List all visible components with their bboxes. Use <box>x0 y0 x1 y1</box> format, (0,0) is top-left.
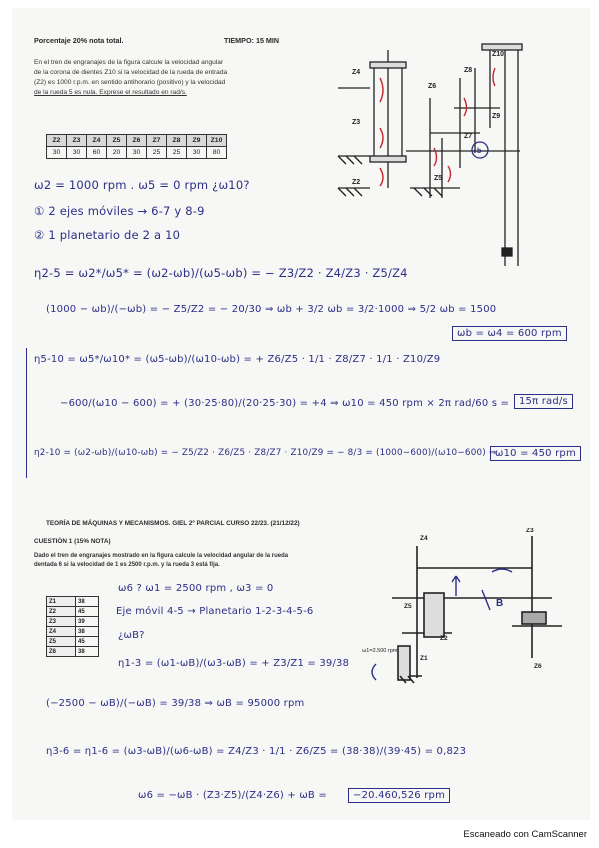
hand-line: η3-6 = η1-6 = (ω3-ωB)/(ω6-ωB) = Z4/Z3 · … <box>46 746 467 757</box>
table-cell: 60 <box>86 146 107 159</box>
sheet1-statement: En el tren de engranajes de la figura ca… <box>34 58 324 98</box>
sheet1-time: TIEMPO: 15 MIN <box>224 36 280 45</box>
hand-line: η1-3 = (ω1-ωB)/(ω3-ωB) = + Z3/Z1 = 39/38 <box>118 658 350 669</box>
table-header-cell: Z7 <box>146 134 167 147</box>
diagram-label: Z6 <box>534 663 542 670</box>
table-header-cell: Z10 <box>206 134 227 147</box>
table-cell: 38 <box>75 646 99 657</box>
table-cell: Z4 <box>46 626 76 637</box>
sheet2-subtitle: CUESTIÓN 1 (15% NOTA) <box>34 538 111 545</box>
hand-result: ω10 = 450 rpm <box>490 446 581 461</box>
table-cell: Z3 <box>46 616 76 627</box>
diagram-label: Z2 <box>352 179 360 186</box>
hand-line: η2-5 = ω2*/ω5* = (ω2-ωb)/(ω5-ωb) = − Z3/… <box>34 266 408 280</box>
table-cell: 38 <box>75 596 99 607</box>
table-cell: 45 <box>75 606 99 617</box>
diagram-label: B <box>496 598 503 609</box>
hand-line: ① 2 ejes móviles → 6-7 y 8-9 <box>34 204 205 218</box>
statement-line: En el tren de engranajes de la figura ca… <box>34 59 224 66</box>
hand-line: −600/(ω10 − 600) = + (30·25·80)/(20·25·3… <box>60 398 510 409</box>
table-header-cell: Z2 <box>46 134 67 147</box>
hand-line: ω2 = 1000 rpm . ω5 = 0 rpm ¿ω10? <box>34 178 250 192</box>
table-cell: 25 <box>166 146 187 159</box>
table-header-row: Z2 Z3 Z4 Z5 Z6 Z7 Z8 Z9 Z10 <box>46 134 227 147</box>
diagram-label: Z1 <box>420 655 428 662</box>
diagram-label: Z10 <box>492 51 504 58</box>
table-cell: 25 <box>146 146 167 159</box>
statement-line: (Z2) es 1000 r.p.m. en sentido antihorar… <box>34 79 226 86</box>
statement-line: dentada 6 si la velocidad de 1 es 2500 r… <box>34 562 220 568</box>
sheet2-statement: Dado el tren de engranajes mostrado en l… <box>34 552 374 570</box>
table-cell: 30 <box>66 146 87 159</box>
statement-line: de la rueda 5 es nula. Exprese el result… <box>34 89 187 96</box>
diagram-label: Z9 <box>492 113 500 120</box>
table-cell: 45 <box>75 636 99 647</box>
diagram-label: Z7 <box>464 133 472 140</box>
scanner-footer: Escaneado con CamScanner <box>463 829 587 840</box>
brace <box>26 348 27 478</box>
diagram-label: Z4 <box>420 535 428 542</box>
diagram-label: Z8 <box>464 67 472 74</box>
gear-train-diagram-2: Z4 Z5 Z6 Z1 Z2 Z3 B ω1=2.500 rpm <box>362 528 562 684</box>
hand-result: 15π rad/s <box>514 394 573 409</box>
table-header-cell: Z8 <box>166 134 187 147</box>
table-cell: 38 <box>75 626 99 637</box>
table-cell: 30 <box>126 146 147 159</box>
omega-label: ω1=2.500 rpm <box>362 648 398 654</box>
table-cell: Z5 <box>46 636 76 647</box>
scanned-page: Porcentaje 20% nota total. TIEMPO: 15 MI… <box>12 8 590 820</box>
table-cell: Z1 <box>46 596 76 607</box>
hand-line: ② 1 planetario de 2 a 10 <box>34 228 181 242</box>
hand-line: (−2500 − ωB)/(−ωB) = 39/38 ⇒ ωB = 95000 … <box>46 698 305 709</box>
hand-result: −20.460,526 rpm <box>348 788 451 803</box>
table-row: 30 30 60 20 30 25 25 30 80 <box>46 146 227 159</box>
table-header-cell: Z5 <box>106 134 127 147</box>
teeth-table-1: Z2 Z3 Z4 Z5 Z6 Z7 Z8 Z9 Z10 30 30 60 20 … <box>46 134 227 159</box>
hand-line: ¿ωB? <box>118 630 145 641</box>
table-cell: 30 <box>186 146 207 159</box>
diagram-label: Z5 <box>434 175 442 182</box>
hand-line: Eje móvil 4-5 → Planetario 1-2-3-4-5-6 <box>116 606 314 617</box>
diagram-label: Z3 <box>352 119 360 126</box>
sheet1-title: Porcentaje 20% nota total. <box>34 36 124 45</box>
diagram-label: Z2 <box>440 635 448 642</box>
statement-line: de la corona de dientes Z10 si la veloci… <box>34 69 228 76</box>
table-header-cell: Z6 <box>126 134 147 147</box>
hand-line: (1000 − ωb)/(−ωb) = − Z5/Z2 = − 20/30 ⇒ … <box>46 304 497 315</box>
diagram-label: Z3 <box>526 528 534 534</box>
diagram-label: Z6 <box>428 83 436 90</box>
table-cell: Z2 <box>46 606 76 617</box>
diagram-label: Z5 <box>404 603 412 610</box>
table-cell: 80 <box>206 146 227 159</box>
table-header-cell: Z9 <box>186 134 207 147</box>
diagram-label: b <box>477 148 481 155</box>
hand-result: ωb = ω4 = 600 rpm <box>452 326 567 341</box>
hand-line: η5-10 = ω5*/ω10* = (ω5-ωb)/(ω10-ωb) = + … <box>34 354 441 365</box>
table-cell: 39 <box>75 616 99 627</box>
table-cell: Z6 <box>46 646 76 657</box>
table-cell: 30 <box>46 146 67 159</box>
sheet2-title: TEORÍA DE MÁQUINAS Y MECANISMOS. GIEL 2º… <box>46 520 300 527</box>
table-header-cell: Z3 <box>66 134 87 147</box>
diagram-label: Z4 <box>352 69 360 76</box>
hand-line: ω6 = −ωB · (Z3·Z5)/(Z4·Z6) + ωB = <box>138 790 327 801</box>
gear-train-diagram-1: Z4 Z3 Z2 Z5 Z6 Z7 Z8 Z9 Z10 b <box>337 43 523 266</box>
table-cell: 20 <box>106 146 127 159</box>
hand-line: ω6 ? ω1 = 2500 rpm , ω3 = 0 <box>118 583 274 594</box>
table-header-cell: Z4 <box>86 134 107 147</box>
statement-line: Dado el tren de engranajes mostrado en l… <box>34 553 289 559</box>
hand-line: η2-10 = (ω2-ωb)/(ω10-ωb) = − Z5/Z2 · Z6/… <box>34 448 497 458</box>
